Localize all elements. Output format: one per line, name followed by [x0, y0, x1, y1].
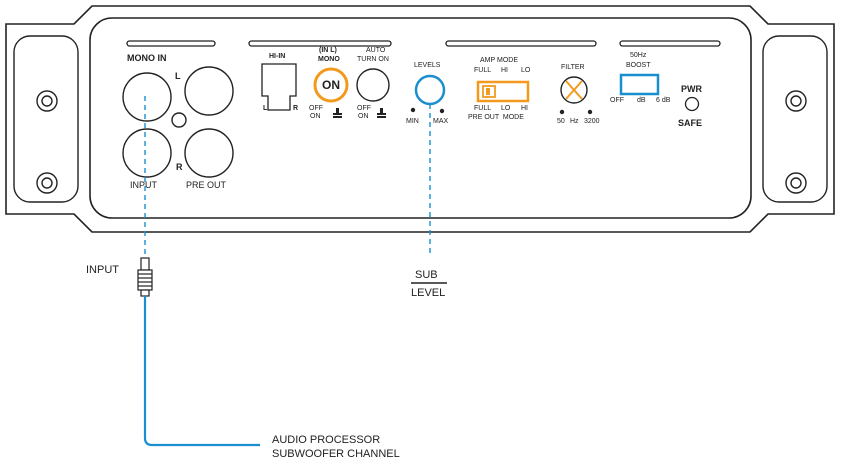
hi-in-connector	[261, 63, 297, 111]
auto-off-label: OFF	[357, 105, 371, 112]
levels-min-label: MIN	[406, 118, 419, 125]
auto-turn-on-label-line1: AUTO	[366, 47, 386, 54]
processor-callout-line2: SUBWOOFER CHANNEL	[272, 448, 400, 460]
boost-label-line1: 50Hz	[630, 52, 647, 59]
sub-callout-label: SUB	[415, 269, 438, 281]
input-callout-label: INPUT	[86, 264, 119, 276]
amplifier-chassis	[5, 5, 835, 233]
levels-max-label: MAX	[433, 118, 449, 125]
mono-on-button[interactable]	[313, 67, 349, 103]
filter-label: FILTER	[561, 64, 585, 71]
pwr-led	[684, 96, 700, 112]
boost-6db-label: 6 dB	[656, 97, 671, 104]
processor-callout-line1: AUDIO PROCESSOR	[272, 434, 381, 446]
rca-plug-icon	[137, 257, 153, 297]
filter-3200-label: 3200	[584, 118, 600, 125]
boost-db-label: dB	[637, 97, 646, 104]
mono-in-r-jack	[122, 128, 172, 178]
screw-icon	[785, 90, 807, 112]
input-jack-label: INPUT	[130, 180, 157, 190]
mono-in-l-jack	[122, 72, 172, 122]
pre-out-jack-label: PRE OUT	[186, 180, 227, 190]
pre-out-mode-label: PRE OUT MODE	[468, 114, 524, 121]
pre-full-label: FULL	[474, 105, 492, 112]
channel-l-label: L	[175, 71, 181, 81]
rca-jacks	[122, 66, 234, 178]
filter-knob[interactable]	[560, 76, 588, 104]
filter-50-label: 50	[557, 118, 565, 125]
filter-dot-right	[587, 109, 593, 115]
boost-switch[interactable]	[619, 73, 660, 96]
safe-label: SAFE	[678, 118, 703, 128]
mono-label-line2: MONO	[318, 56, 340, 63]
auto-turn-on-label-line2: TURN ON	[357, 56, 389, 63]
boost-label-line2: BOOST	[626, 62, 651, 69]
pwr-label: PWR	[681, 84, 702, 94]
amp-mode-label: AMP MODE	[480, 57, 518, 64]
right-mounting-tab	[762, 35, 828, 203]
pre-out-r-jack	[184, 128, 234, 178]
mono-in-label: MONO IN	[127, 53, 167, 63]
levels-knob[interactable]	[414, 74, 446, 106]
auto-turn-on-button[interactable]	[356, 68, 390, 102]
ground-post	[171, 112, 187, 128]
screw-icon	[785, 172, 807, 194]
mono-off-label: OFF	[309, 105, 323, 112]
rca-cable	[143, 296, 260, 447]
mono-on-button-label: ON	[322, 78, 340, 92]
screw-icon	[36, 90, 58, 112]
switch-state-icon	[333, 108, 386, 118]
filter-hz-label: Hz	[570, 118, 579, 125]
filter-dot-left	[559, 109, 565, 115]
channel-r-label: R	[176, 162, 183, 172]
levels-max-dot	[439, 108, 445, 114]
amp-full-label: FULL	[474, 67, 492, 74]
hi-in-r-label: R	[293, 105, 299, 112]
hi-in-label: HI-IN	[269, 53, 286, 60]
mono-on-label: ON	[310, 113, 321, 120]
mono-label-line1: (IN L)	[319, 47, 337, 54]
pre-hi-label: HI	[521, 105, 528, 112]
amp-hi-label: HI	[501, 67, 508, 74]
screw-icon	[36, 172, 58, 194]
levels-min-dot	[410, 107, 416, 113]
amp-mode-switch[interactable]	[476, 80, 530, 103]
levels-label: LEVELS	[414, 62, 441, 69]
label-slots	[126, 40, 721, 47]
level-callout-label: LEVEL	[411, 287, 446, 299]
auto-on-label: ON	[358, 113, 369, 120]
amp-lo-label: LO	[521, 67, 531, 74]
pre-out-l-jack	[184, 66, 234, 116]
boost-off-label: OFF	[610, 97, 624, 104]
left-mounting-tab	[13, 35, 79, 203]
pre-lo-label: LO	[501, 105, 511, 112]
hi-in-l-label: L	[263, 105, 268, 112]
